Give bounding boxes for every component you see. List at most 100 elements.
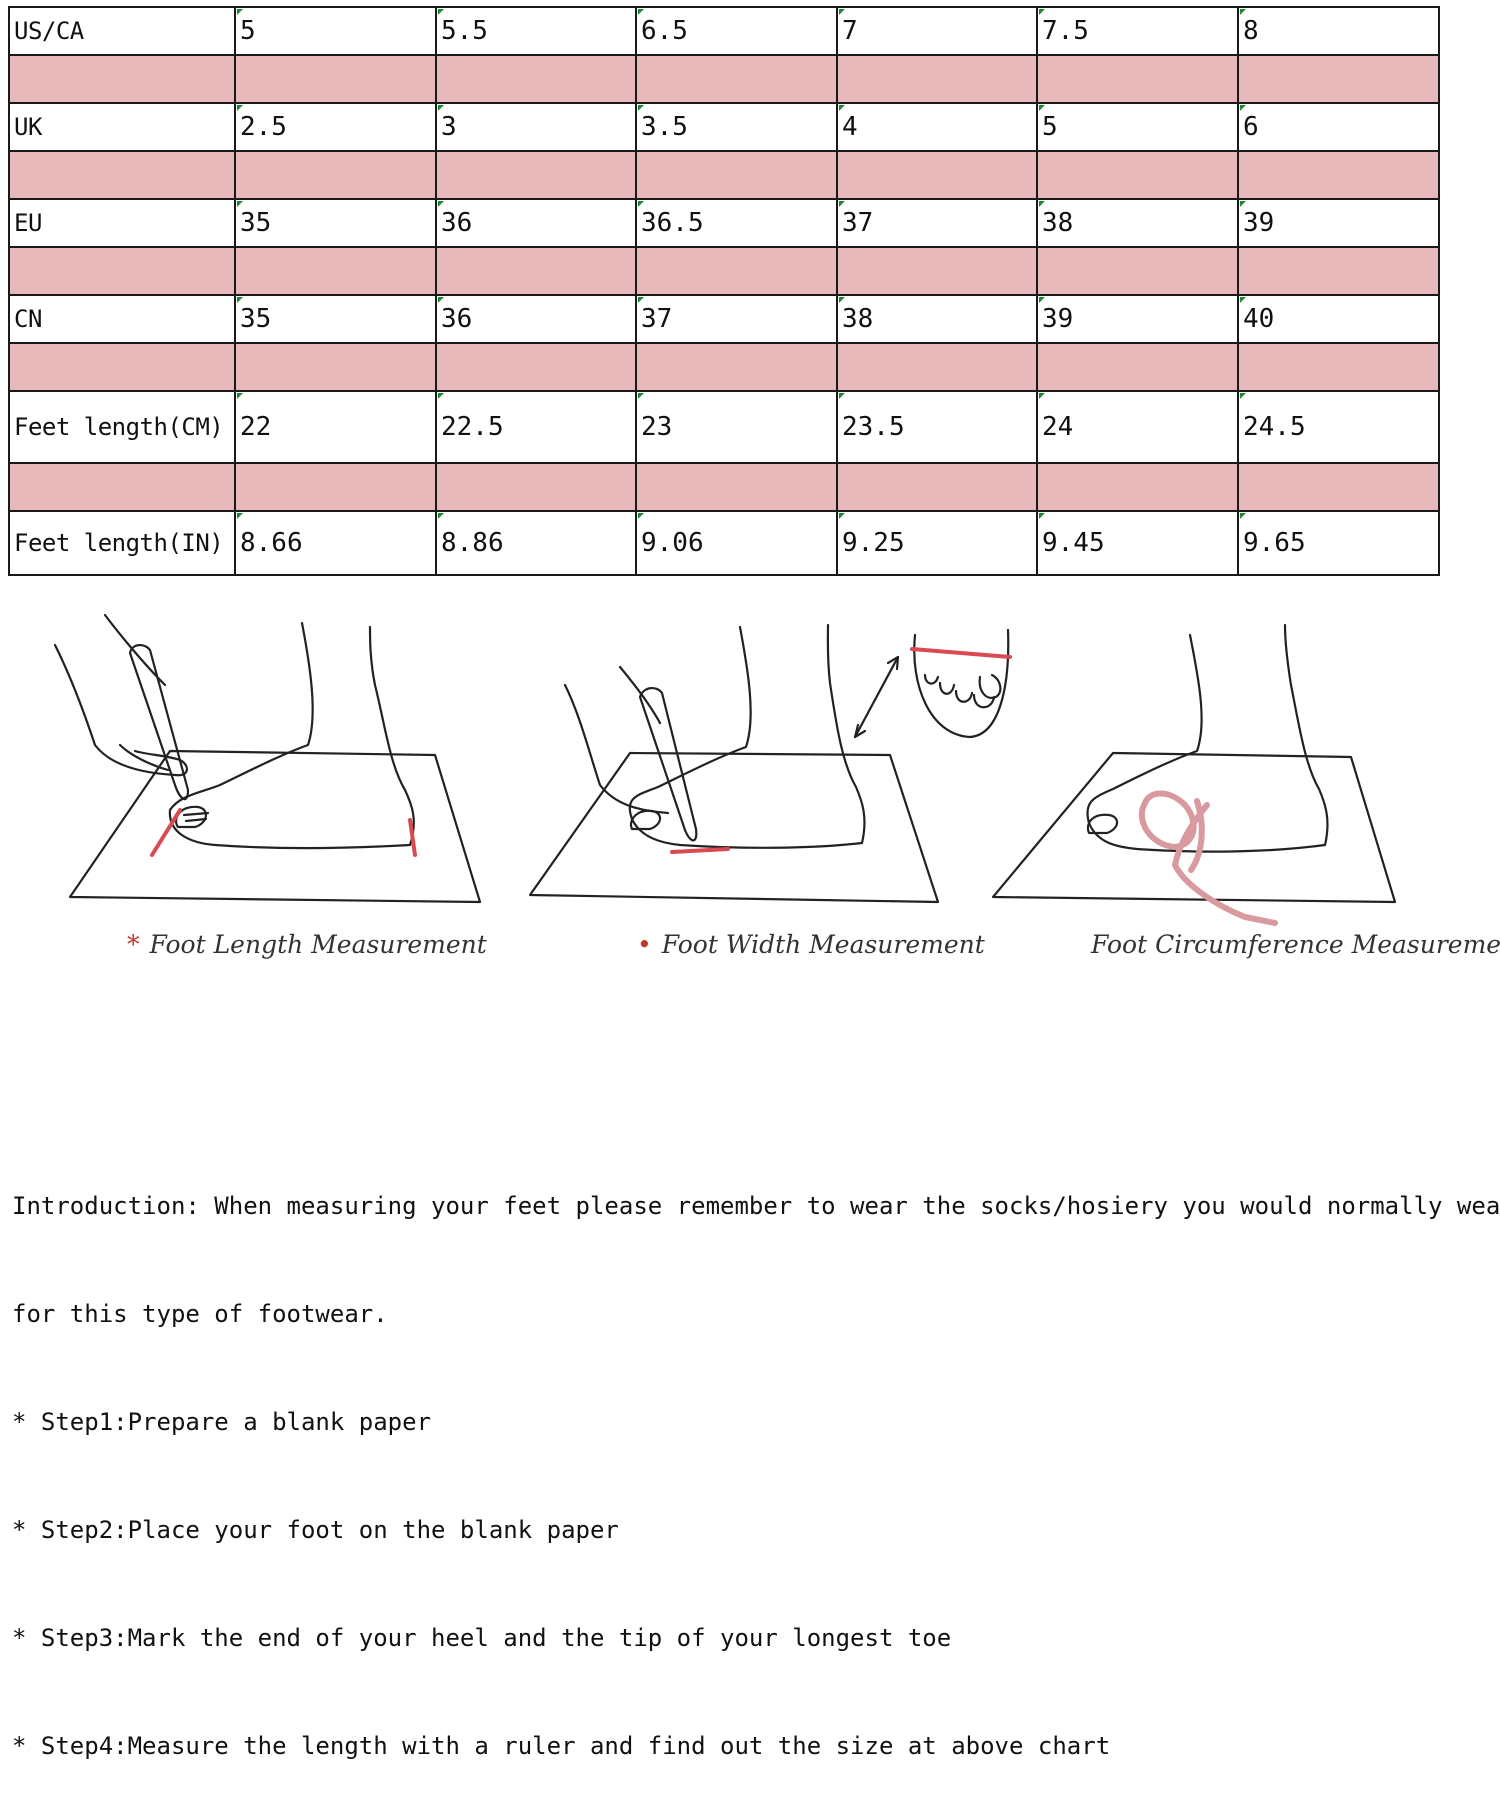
step-2: * Step2:Place your foot on the blank pap… xyxy=(12,1516,619,1544)
spacer-cell xyxy=(8,342,236,392)
spacer-cell xyxy=(635,54,838,104)
size-row-label: UK xyxy=(8,102,236,152)
size-row-label: EU xyxy=(8,198,236,248)
spacer-cell xyxy=(1036,150,1239,200)
size-row-spacer xyxy=(8,150,1440,200)
spacer-cell xyxy=(234,342,437,392)
spacer-cell xyxy=(1237,150,1440,200)
size-cell: 23.5 xyxy=(836,390,1038,464)
size-cell: 36 xyxy=(435,198,637,248)
size-cell: 23 xyxy=(635,390,838,464)
size-cell: 8.86 xyxy=(435,510,637,576)
spacer-cell xyxy=(234,150,437,200)
size-cell: 5 xyxy=(234,6,437,56)
foot-width-illustration xyxy=(500,605,1012,985)
spacer-cell xyxy=(8,462,236,512)
size-cell: 38 xyxy=(1036,198,1239,248)
caption-bullet-1: * xyxy=(127,930,140,959)
spacer-cell xyxy=(435,54,637,104)
spacer-cell xyxy=(8,54,236,104)
size-cell: 24 xyxy=(1036,390,1239,464)
intro-line-1: Introduction: When measuring your feet p… xyxy=(12,1192,1500,1220)
size-cell: 22 xyxy=(234,390,437,464)
intro-line-2: for this type of footwear. xyxy=(12,1300,388,1328)
size-cell: 6.5 xyxy=(635,6,838,56)
size-cell: 39 xyxy=(1237,198,1440,248)
size-cell: 35 xyxy=(234,294,437,344)
spacer-cell xyxy=(836,54,1038,104)
spacer-cell xyxy=(836,150,1038,200)
spacer-cell xyxy=(1237,342,1440,392)
size-cell: 36.5 xyxy=(635,198,838,248)
spacer-cell xyxy=(635,150,838,200)
foot-circumference-illustration xyxy=(985,605,1475,985)
caption-foot-circumference: Foot Circumference Measurement xyxy=(1091,930,1500,959)
size-cell: 5 xyxy=(1036,102,1239,152)
spacer-cell xyxy=(635,342,838,392)
spacer-cell xyxy=(635,462,838,512)
size-cell: 9.45 xyxy=(1036,510,1239,576)
spacer-cell xyxy=(435,246,637,296)
size-cell: 6 xyxy=(1237,102,1440,152)
caption-text-2: Foot Width Measurement xyxy=(661,930,985,959)
size-cell: 3 xyxy=(435,102,637,152)
size-cell: 5.5 xyxy=(435,6,637,56)
step-1: * Step1:Prepare a blank paper xyxy=(12,1408,432,1436)
caption-text-1: Foot Length Measurement xyxy=(149,930,487,959)
caption-foot-length: * Foot Length Measurement xyxy=(127,930,487,959)
spacer-cell xyxy=(435,342,637,392)
size-row-label: Feet length(IN) xyxy=(8,510,236,576)
size-cell: 8.66 xyxy=(234,510,437,576)
step-4: * Step4:Measure the length with a ruler … xyxy=(12,1732,1111,1760)
size-cell: 22.5 xyxy=(435,390,637,464)
size-row-spacer xyxy=(8,462,1440,512)
spacer-cell xyxy=(836,342,1038,392)
spacer-cell xyxy=(435,150,637,200)
size-row-spacer xyxy=(8,342,1440,392)
size-cell: 9.25 xyxy=(836,510,1038,576)
spacer-cell xyxy=(836,462,1038,512)
size-cell: 39 xyxy=(1036,294,1239,344)
spacer-cell xyxy=(1036,246,1239,296)
size-row-label: Feet length(CM) xyxy=(8,390,236,464)
size-row-spacer xyxy=(8,54,1440,104)
size-row-label: CN xyxy=(8,294,236,344)
size-cell: 7.5 xyxy=(1036,6,1239,56)
caption-foot-width: • Foot Width Measurement xyxy=(637,930,985,959)
size-cell: 9.06 xyxy=(635,510,838,576)
size-cell: 9.65 xyxy=(1237,510,1440,576)
spacer-cell xyxy=(234,246,437,296)
spacer-cell xyxy=(8,246,236,296)
size-cell: 3.5 xyxy=(635,102,838,152)
spacer-cell xyxy=(836,246,1038,296)
size-cell: 4 xyxy=(836,102,1038,152)
caption-bullet-2: • xyxy=(637,930,652,959)
measuring-instructions: Introduction: When measuring your feet p… xyxy=(12,1116,1500,1800)
size-cell: 2.5 xyxy=(234,102,437,152)
step-3: * Step3:Mark the end of your heel and th… xyxy=(12,1624,952,1652)
size-cell: 7 xyxy=(836,6,1038,56)
size-cell: 38 xyxy=(836,294,1038,344)
spacer-cell xyxy=(1036,462,1239,512)
size-cell: 35 xyxy=(234,198,437,248)
spacer-cell xyxy=(635,246,838,296)
size-cell: 37 xyxy=(635,294,838,344)
spacer-cell xyxy=(1237,462,1440,512)
spacer-cell xyxy=(8,150,236,200)
spacer-cell xyxy=(1237,54,1440,104)
size-row-label: US/CA xyxy=(8,6,236,56)
foot-length-illustration xyxy=(40,605,530,985)
size-cell: 40 xyxy=(1237,294,1440,344)
spacer-cell xyxy=(1036,54,1239,104)
spacer-cell xyxy=(234,54,437,104)
spacer-cell xyxy=(1036,342,1239,392)
spacer-cell xyxy=(435,462,637,512)
